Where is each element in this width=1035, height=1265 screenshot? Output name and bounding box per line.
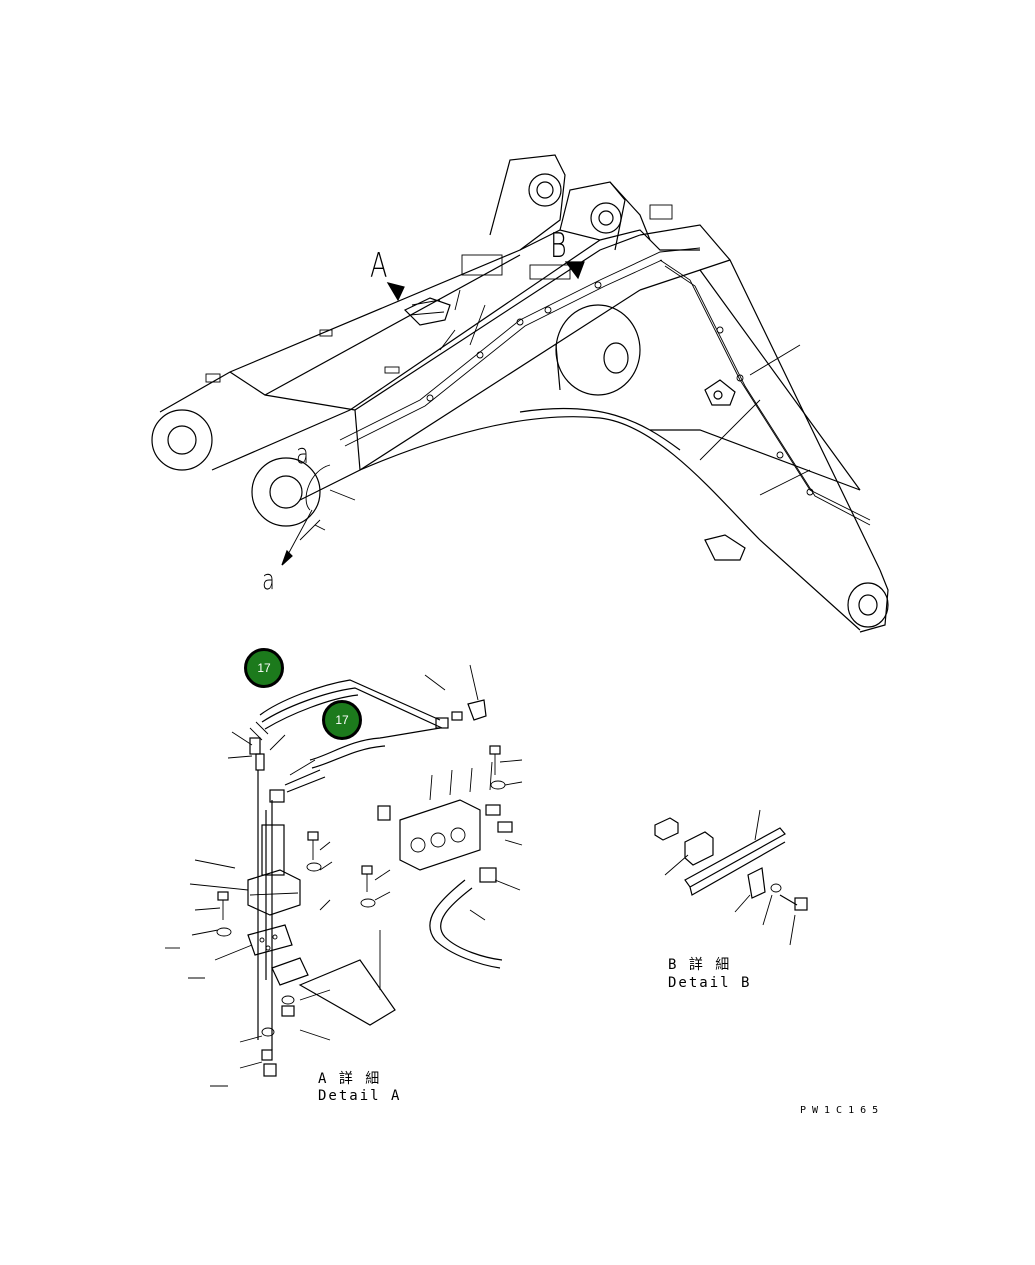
detail-b-title-en: Detail B	[668, 975, 752, 991]
detail-b-assembly	[654, 809, 808, 946]
detail-a-assembly	[165, 664, 523, 1087]
part-callout-17-upper[interactable]: 17	[244, 648, 284, 688]
section-a-lower-label: a	[262, 563, 275, 596]
boom-assembly	[151, 154, 889, 633]
detail-a-title-en: Detail A	[318, 1088, 402, 1104]
section-a-upper-label: a	[296, 437, 309, 470]
detail-a-title-jp: A 詳 細	[318, 1071, 382, 1087]
view-b-marker: B	[550, 226, 567, 266]
part-callout-17-lower[interactable]: 17	[322, 700, 362, 740]
detail-b-title-jp: B 詳 細	[668, 957, 732, 973]
drawing-code: PW1C165	[800, 1105, 885, 1116]
view-a-marker: A	[370, 246, 388, 286]
